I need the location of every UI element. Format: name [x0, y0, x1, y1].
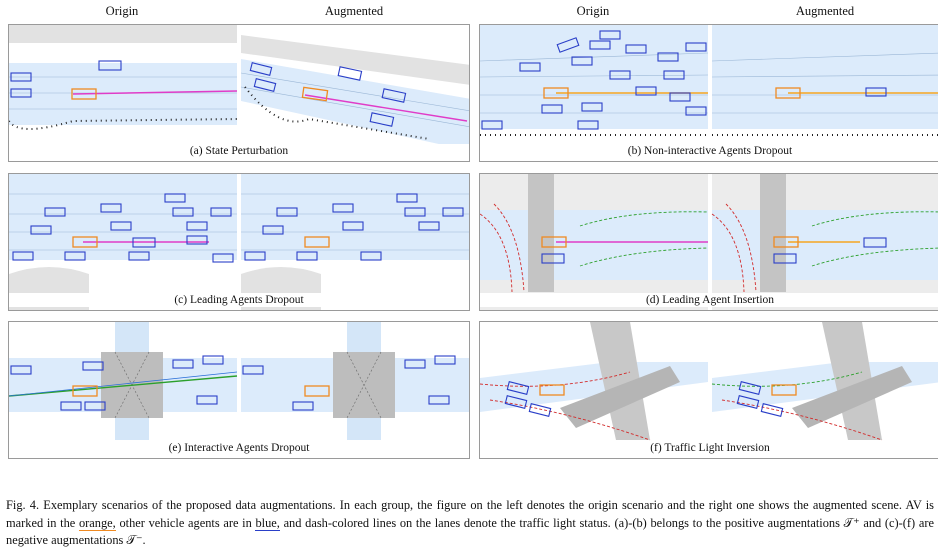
panel-a-state-perturbation: (a) State Perturbation: [8, 24, 470, 162]
panel-d-leading-agent-insertion: (d) Leading Agent Insertion: [479, 173, 938, 311]
panel-f-scene: [480, 322, 938, 458]
panel-a-caption: (a) State Perturbation: [9, 144, 469, 158]
header-origin-right: Origin: [576, 4, 610, 18]
panel-e-caption: (e) Interactive Agents Dropout: [9, 441, 469, 455]
panel-c-leading-agents-dropout: (c) Leading Agents Dropout: [8, 173, 470, 311]
panel-d-scene: [480, 174, 938, 310]
caption-part1: Exemplary scenarios of the proposed data…: [6, 498, 934, 530]
caption-t-minus: 𝒯⁻.: [126, 533, 146, 547]
panel-e-scene: [9, 322, 469, 440]
caption-t-plus: 𝒯⁺: [843, 515, 860, 530]
panel-f-caption: (f) Traffic Light Inversion: [480, 441, 938, 455]
header-augmented-right: Augmented: [795, 4, 855, 18]
panel-b-scene: [480, 25, 938, 136]
figure-label: Fig. 4.: [6, 498, 40, 512]
caption-part2: other vehicle agents are in: [119, 515, 252, 530]
panel-a-scene: [9, 25, 469, 161]
caption-and: and (c)-(f) are negative augmentations: [6, 515, 934, 548]
panel-c-caption: (c) Leading Agents Dropout: [9, 293, 469, 307]
panel-d-caption: (d) Leading Agent Insertion: [480, 293, 938, 307]
caption-orange-word: orange,: [78, 515, 116, 531]
panel-e-interactive-agents-dropout: (e) Interactive Agents Dropout: [8, 321, 470, 459]
panel-c-scene: [9, 174, 469, 310]
caption-part3: and dash-colored lines on the lanes deno…: [283, 515, 840, 530]
caption-blue-word: blue,: [255, 515, 280, 531]
panel-b-caption: (b) Non-interactive Agents Dropout: [480, 144, 938, 158]
header-augmented-left: Augmented: [324, 4, 384, 18]
panel-b-non-interactive-agents-dropout: (b) Non-interactive Agents Dropout: [479, 24, 938, 162]
figure-caption: Fig. 4. Exemplary scenarios of the propo…: [6, 497, 934, 550]
panel-f-traffic-light-inversion: (f) Traffic Light Inversion: [479, 321, 938, 459]
header-origin-left: Origin: [105, 4, 139, 18]
